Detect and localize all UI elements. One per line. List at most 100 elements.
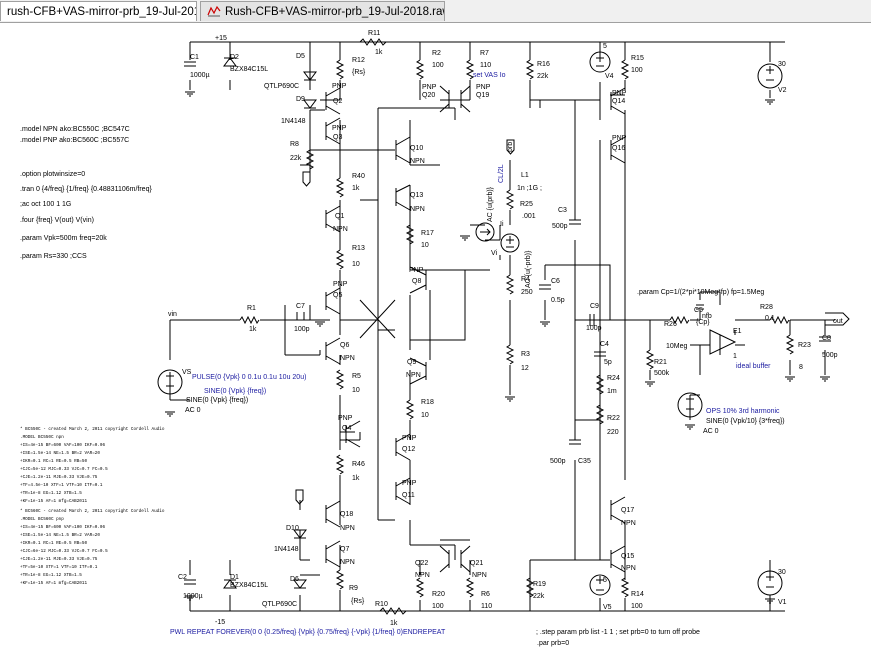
net-label-out: out — [833, 318, 843, 325]
value-D9: 1N4148 — [281, 118, 306, 125]
type-Q4: PNP — [338, 415, 353, 422]
label-R1: R1 — [247, 305, 256, 312]
lib-line: .MODEL BC550C npn — [20, 435, 64, 440]
type-Q22: NPN — [415, 572, 430, 579]
value-R46: 1k — [352, 475, 360, 482]
type-Q14: PNP — [612, 90, 627, 97]
value-R2: 100 — [432, 62, 444, 69]
value-R4: 250 — [521, 289, 533, 296]
value-R1: 1k — [249, 326, 257, 333]
label-VS: VS — [182, 369, 192, 376]
value-R3: 12 — [521, 365, 529, 372]
schematic-resistors — [239, 38, 795, 615]
label-R21: R21 — [654, 359, 667, 366]
value-R28: 0.1 — [765, 315, 775, 322]
value-R15: 100 — [631, 67, 643, 74]
directive-tran: .tran 0 {4/freq} {1/freq} {0.48831106m/f… — [20, 186, 152, 193]
lib-line: +ISE=1.5e-14 NE=1.5 BR=2 VAR=20 — [20, 451, 100, 456]
schematic-sources — [157, 51, 783, 596]
label-R22: R22 — [607, 415, 620, 422]
value-R16: 22k — [537, 73, 549, 80]
label-Q13: Q13 — [410, 192, 423, 199]
label-Ii: Ii — [500, 221, 504, 228]
label-Q9: Q9 — [407, 359, 416, 366]
value-D1: BZX84C15L — [230, 582, 268, 589]
label-Vi: Vi — [491, 250, 498, 257]
type-Q12: PNP — [402, 435, 417, 442]
lib-line: +TR=1e-8 EG=1.12 XTB=1.5 — [20, 491, 82, 496]
rail-pos-label: +15 — [215, 35, 227, 42]
value-R11: 1k — [375, 49, 383, 56]
lib-line: +TF=4.5e-10 XTF=1 VTF=10 ITF=0.1 — [20, 483, 103, 488]
label-R18: R18 — [421, 399, 434, 406]
transistor-labels: PNP Q2 PNP Q3 PNP Q20 PNP Q19 PNP Q14 PN… — [332, 83, 636, 579]
source-labels: 5 V4 30 V2 5 V5 30 V1 VS PULSE(0 {Vpk} 0… — [182, 43, 787, 611]
net-label-vin: vin — [168, 311, 177, 318]
label-V5: V5 — [603, 604, 612, 611]
label-Q12: Q12 — [402, 446, 415, 453]
label-R4: R4 — [521, 276, 530, 283]
label-R14: R14 — [631, 591, 644, 598]
value-V6-sine: SINE(0 {Vpk/10} {3*freq}) — [706, 418, 785, 425]
lib-line: +CJC=5e-12 MJC=0.33 VJC=0.7 FC=0.5 — [20, 467, 108, 472]
note-ideal-buffer: ideal buffer — [736, 363, 771, 370]
label-R25: R25 — [520, 201, 533, 208]
value-V5: 5 — [603, 577, 607, 584]
value-R17: 10 — [421, 242, 429, 249]
label-Q5: Q5 — [333, 292, 342, 299]
value-D10: 1N4148 — [274, 546, 299, 553]
label-R28: R28 — [760, 304, 773, 311]
tab-waveform-label: Rush-CFB+VAS-mirror-prb_19-Jul-2018.raw — [225, 6, 445, 18]
spice-directives: .model NPN ako:BC550C ;BC547C .model PNP… — [20, 126, 764, 647]
label-Q1: Q1 — [335, 213, 344, 220]
label-C7: C7 — [296, 303, 305, 310]
label-R16: R16 — [537, 61, 550, 68]
tab-schematic[interactable]: rush-CFB+VAS-mirror-prb_19-Jul-2018.asc — [0, 1, 197, 21]
net-labels: vin out prb nfb set VAS Io ideal buffer — [168, 72, 843, 370]
type-Q6: NPN — [340, 355, 355, 362]
label-C3: C3 — [558, 207, 567, 214]
value-R22: 220 — [607, 429, 619, 436]
type-Q11: PNP — [402, 480, 417, 487]
lib-line: +CJC=6e-12 MJC=0.33 VJC=0.7 FC=0.5 — [20, 549, 108, 554]
value-Vi-ac: AC {u(prb)} — [487, 186, 494, 222]
lib-line: +KF=1e-15 AF=1 mfg=CAB2011 — [20, 499, 87, 504]
directive-model-npn: .model NPN ako:BC550C ;BC547C — [20, 126, 130, 133]
label-Q11: Q11 — [402, 492, 415, 499]
schematic-wires — [169, 41, 835, 612]
label-R15: R15 — [631, 55, 644, 62]
tab-schematic-label: rush-CFB+VAS-mirror-prb_19-Jul-2018.asc — [7, 6, 196, 18]
directive-model-pnp: .model PNP ako:BC560C ;BC557C — [20, 137, 129, 144]
value-VS-pulse: PULSE(0 {Vpk} 0 0.1u 0.1u 10u 20u) — [192, 374, 306, 381]
label-C2: C2 — [178, 574, 187, 581]
label-Q19: Q19 — [476, 92, 489, 99]
label-Q7: Q7 — [340, 546, 349, 553]
value-C2: 1000µ — [183, 593, 203, 600]
value-R19: 22k — [533, 593, 545, 600]
type-Q15: NPN — [621, 565, 636, 572]
label-R23: R23 — [798, 342, 811, 349]
label-V4: V4 — [605, 73, 614, 80]
label-Q8: Q8 — [412, 278, 421, 285]
label-V1: V1 — [778, 599, 787, 606]
value-C6: 0.5p — [551, 297, 565, 304]
value-C4: 5p — [604, 359, 612, 366]
label-R8: R8 — [290, 141, 299, 148]
value-C35: 500p — [550, 458, 566, 465]
value-R5: 10 — [352, 387, 360, 394]
label-Q16: Q16 — [612, 145, 625, 152]
label-R20: R20 — [432, 591, 445, 598]
label-C4: C4 — [600, 341, 609, 348]
tab-waveform[interactable]: Rush-CFB+VAS-mirror-prb_19-Jul-2018.raw — [200, 1, 445, 21]
label-D10: D10 — [286, 525, 299, 532]
label-R2: R2 — [432, 50, 441, 57]
schematic-canvas[interactable]: +15 -15 R11 1k R12 {Rs} R2 100 R7 110 R1… — [0, 22, 871, 647]
value-V2: 30 — [778, 61, 786, 68]
label-R19: R19 — [533, 581, 546, 588]
type-Q2: PNP — [332, 83, 347, 90]
schematic-capacitors — [184, 61, 831, 585]
label-R11: R11 — [368, 30, 380, 37]
directive-param-cp: .param Cp=1/(2*pi*10Meg*fp) fp=1.5Meg — [637, 289, 764, 296]
value-D6: QTLP690C — [262, 601, 297, 608]
value-L1: 1n ;1G ; — [517, 185, 542, 192]
